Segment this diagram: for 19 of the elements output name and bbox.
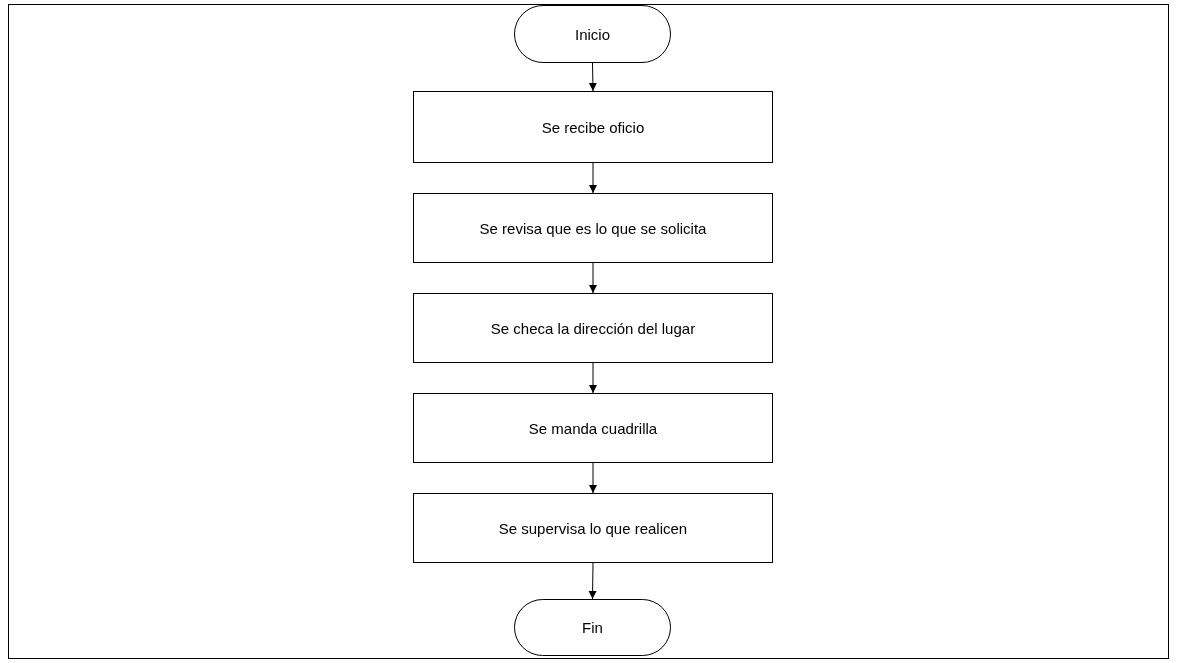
process-box: [413, 193, 773, 263]
process-box: [413, 293, 773, 363]
process-box: [413, 91, 773, 163]
arrow: [588, 562, 597, 600]
arrow: [589, 162, 597, 194]
step-text: Inicio: [575, 25, 610, 43]
step-text: Se supervisa lo que realicen: [498, 519, 688, 537]
step-text: Se checa la dirección del lugar: [490, 319, 696, 337]
step-text: Se revisa que es lo que se solicita: [479, 219, 707, 237]
process-box: [413, 393, 773, 463]
process-box: [413, 493, 773, 563]
terminal-shape: [514, 599, 671, 656]
step-text: Fin: [582, 619, 603, 636]
step-text: Se manda cuadrilla: [528, 419, 658, 437]
step-text: Se recibe oficio: [541, 118, 645, 136]
arrow: [589, 262, 597, 294]
arrow: [588, 62, 597, 92]
arrow: [589, 462, 597, 494]
arrow: [589, 362, 597, 394]
